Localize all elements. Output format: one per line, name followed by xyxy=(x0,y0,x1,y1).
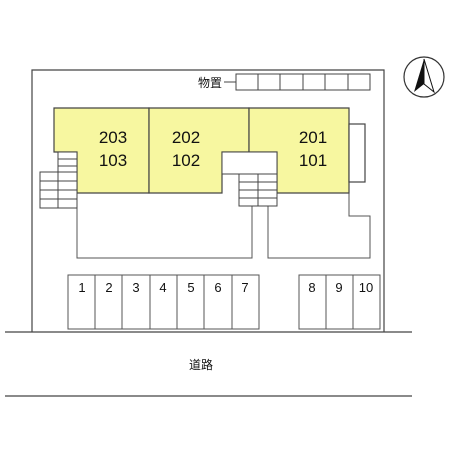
property-boundary xyxy=(31,69,385,332)
parking-slot-7: 7 xyxy=(241,280,248,295)
parking-slot-1: 1 xyxy=(78,280,85,295)
storage-units xyxy=(235,73,371,91)
north-arrow-icon xyxy=(403,56,445,98)
unit-label-102: 102 xyxy=(172,151,200,170)
storage-label: 物置 xyxy=(198,76,222,90)
road-label: 道路 xyxy=(189,357,213,372)
unit-label-203: 203 xyxy=(99,128,127,147)
parking-slot-3: 3 xyxy=(132,280,139,295)
balcony xyxy=(348,123,366,183)
parking-slot-4: 4 xyxy=(159,280,166,295)
stairs-center xyxy=(221,151,278,207)
parking-slot-6: 6 xyxy=(214,280,221,295)
unit-label-201: 201 xyxy=(299,128,327,147)
parking-slot-10: 10 xyxy=(359,280,373,295)
unit-label-103: 103 xyxy=(99,151,127,170)
stairs-left xyxy=(39,151,78,209)
unit-label-202: 202 xyxy=(172,128,200,147)
parking-right xyxy=(298,274,381,330)
walkway-outlines xyxy=(76,185,371,259)
parking-slot-9: 9 xyxy=(335,280,342,295)
unit-label-101: 101 xyxy=(299,151,327,170)
parking-slot-2: 2 xyxy=(105,280,112,295)
parking-slot-8: 8 xyxy=(308,280,315,295)
parking-left xyxy=(67,274,260,330)
parking-slot-5: 5 xyxy=(187,280,194,295)
